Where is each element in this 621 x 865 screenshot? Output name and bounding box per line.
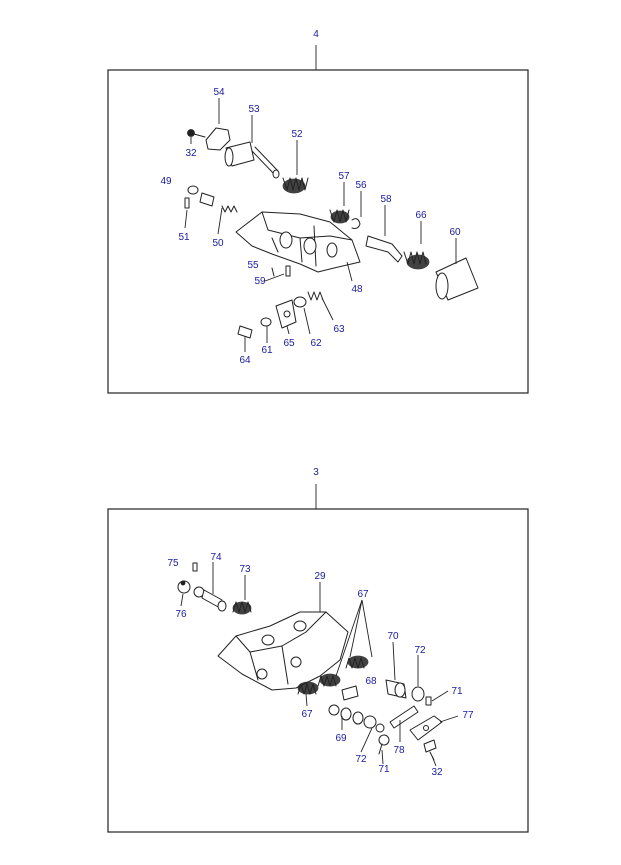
group-label-bottom[interactable]: 3	[313, 467, 319, 478]
callout-78[interactable]: 78	[393, 745, 405, 756]
callout-57[interactable]: 57	[338, 171, 350, 182]
callout-58[interactable]: 58	[380, 194, 392, 205]
callout-70[interactable]: 70	[387, 631, 399, 642]
callout-66[interactable]: 66	[415, 210, 427, 221]
top-callouts: 54 53 32 52 49 57 56 58 66 60 51 50 55 5…	[160, 87, 461, 366]
callout-61[interactable]: 61	[261, 345, 273, 356]
callout-75[interactable]: 75	[167, 558, 179, 569]
callout-32-lower[interactable]: 32	[431, 767, 443, 778]
callout-32[interactable]: 32	[185, 148, 197, 159]
callout-54[interactable]: 54	[213, 87, 225, 98]
callout-76[interactable]: 76	[175, 609, 187, 620]
callout-53[interactable]: 53	[248, 104, 260, 115]
bottom-callouts: 75 74 73 76 29 67 70 72 71 68 77 67 69 7…	[167, 552, 474, 778]
top-assembly-frame	[107, 69, 529, 394]
callout-68[interactable]: 68	[365, 676, 377, 687]
callout-52[interactable]: 52	[291, 129, 303, 140]
top-leader-lines	[184, 98, 457, 352]
spring-52	[282, 177, 309, 194]
bottom-assembly-group: 3	[107, 467, 529, 833]
callout-29[interactable]: 29	[314, 571, 326, 582]
top-parts-illustration	[184, 127, 479, 339]
callout-64[interactable]: 64	[239, 355, 251, 366]
callout-74[interactable]: 74	[210, 552, 222, 563]
callout-71-upper[interactable]: 71	[451, 686, 463, 697]
callout-50[interactable]: 50	[212, 238, 224, 249]
callout-67-lower[interactable]: 67	[301, 709, 313, 720]
bottom-assembly-frame	[107, 508, 529, 833]
callout-72-lower[interactable]: 72	[355, 754, 367, 765]
top-assembly-group: 4	[107, 29, 529, 394]
callout-63[interactable]: 63	[333, 324, 345, 335]
callout-49[interactable]: 49	[160, 176, 172, 187]
callout-67-upper[interactable]: 67	[357, 589, 369, 600]
callout-56[interactable]: 56	[355, 180, 367, 191]
callout-69[interactable]: 69	[335, 733, 347, 744]
group-label-top[interactable]: 4	[313, 29, 319, 40]
callout-62[interactable]: 62	[310, 338, 322, 349]
callout-73[interactable]: 73	[239, 564, 251, 575]
callout-48[interactable]: 48	[351, 284, 363, 295]
callout-51[interactable]: 51	[178, 232, 190, 243]
callout-55[interactable]: 55	[247, 260, 259, 271]
callout-65[interactable]: 65	[283, 338, 295, 349]
bottom-leader-lines	[180, 562, 459, 767]
callout-60[interactable]: 60	[449, 227, 461, 238]
callout-59[interactable]: 59	[254, 276, 266, 287]
callout-72-upper[interactable]: 72	[414, 645, 426, 656]
callout-77[interactable]: 77	[462, 710, 474, 721]
callout-71-lower[interactable]: 71	[378, 764, 390, 775]
bottom-parts-illustration	[177, 562, 443, 761]
